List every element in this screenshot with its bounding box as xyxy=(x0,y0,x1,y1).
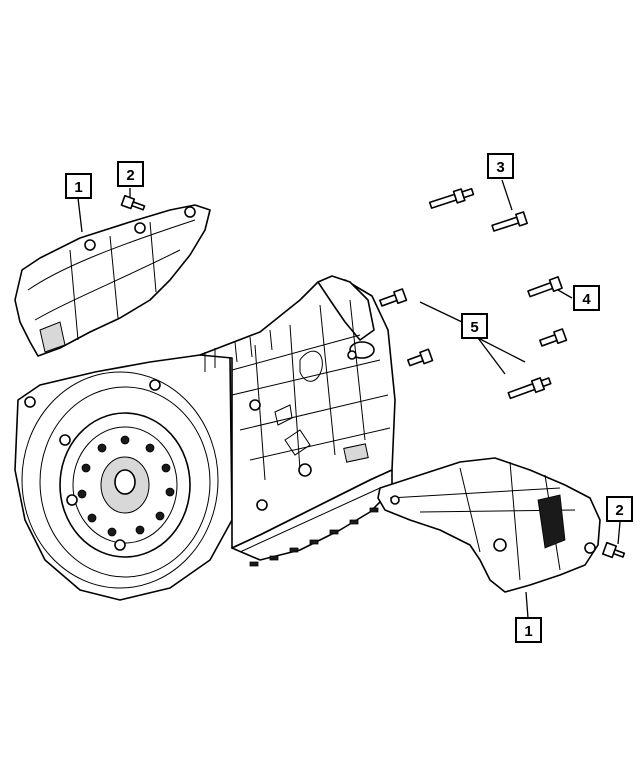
mount-bracket-lower xyxy=(377,457,601,593)
callout-label: 5 xyxy=(470,319,478,336)
callout-1-lower: 1 xyxy=(515,617,542,643)
bolt-4 xyxy=(527,276,563,298)
callout-2-upper: 2 xyxy=(117,161,144,187)
callout-4: 4 xyxy=(573,285,600,311)
callout-label: 1 xyxy=(524,623,532,640)
transmission-assembly xyxy=(14,275,396,601)
bolt-3a xyxy=(428,187,475,209)
callout-label: 1 xyxy=(74,179,82,196)
callout-3: 3 xyxy=(487,153,514,179)
bolt-2-upper xyxy=(120,194,146,211)
callout-label: 4 xyxy=(582,291,591,308)
callout-label: 2 xyxy=(126,167,134,184)
callout-label: 3 xyxy=(496,159,504,176)
bolt-5b xyxy=(407,348,434,367)
bolt-5a xyxy=(379,288,408,307)
callout-5: 5 xyxy=(461,313,488,339)
bolts xyxy=(120,187,626,559)
flex-plate-holes xyxy=(77,435,175,537)
bolt-2-lower xyxy=(601,541,626,559)
heat-shield-upper xyxy=(14,204,211,357)
bolt-5c xyxy=(539,328,568,347)
callout-1-upper: 1 xyxy=(65,173,92,199)
callout-label: 2 xyxy=(615,502,623,519)
callout-2-lower: 2 xyxy=(606,496,633,522)
bolt-3b xyxy=(491,211,528,232)
bolt-5d xyxy=(507,377,552,400)
leader-lines xyxy=(77,179,621,619)
